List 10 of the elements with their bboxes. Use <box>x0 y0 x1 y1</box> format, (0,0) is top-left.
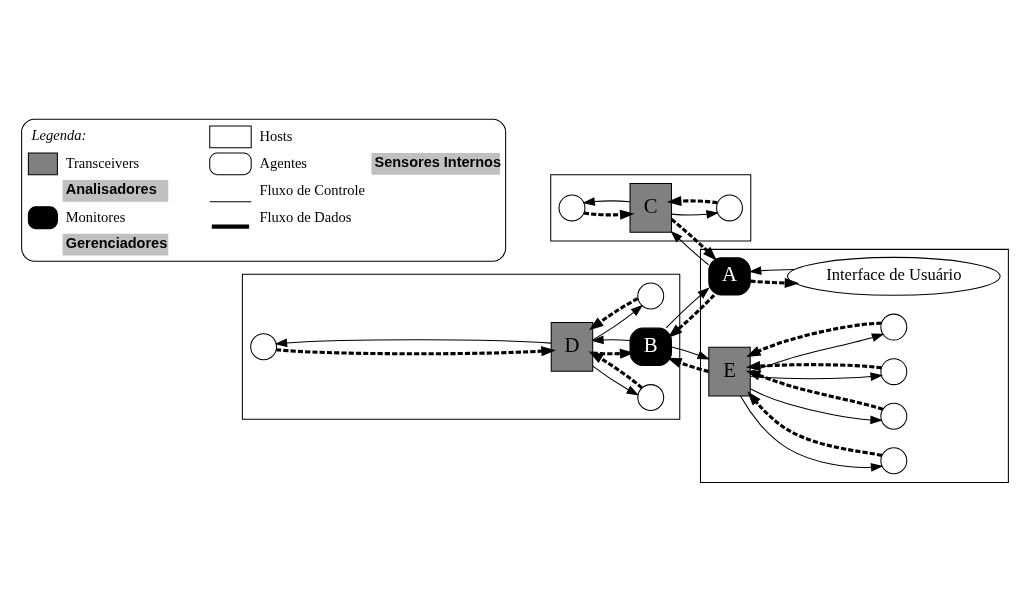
legend-label: Agentes <box>259 154 307 171</box>
legend-label: Hosts <box>259 127 293 144</box>
legend-label: Transceivers <box>65 154 140 171</box>
label: Analisadores <box>65 180 157 197</box>
legend-label: Fluxo de Dados <box>259 208 352 225</box>
legend-label: Monitores <box>65 208 126 225</box>
legend-label: Fluxo de Controle <box>259 181 366 198</box>
label: Gerenciadores <box>65 234 168 250</box>
label: Legenda: <box>31 126 87 143</box>
label: Sensores Internos <box>374 153 502 170</box>
